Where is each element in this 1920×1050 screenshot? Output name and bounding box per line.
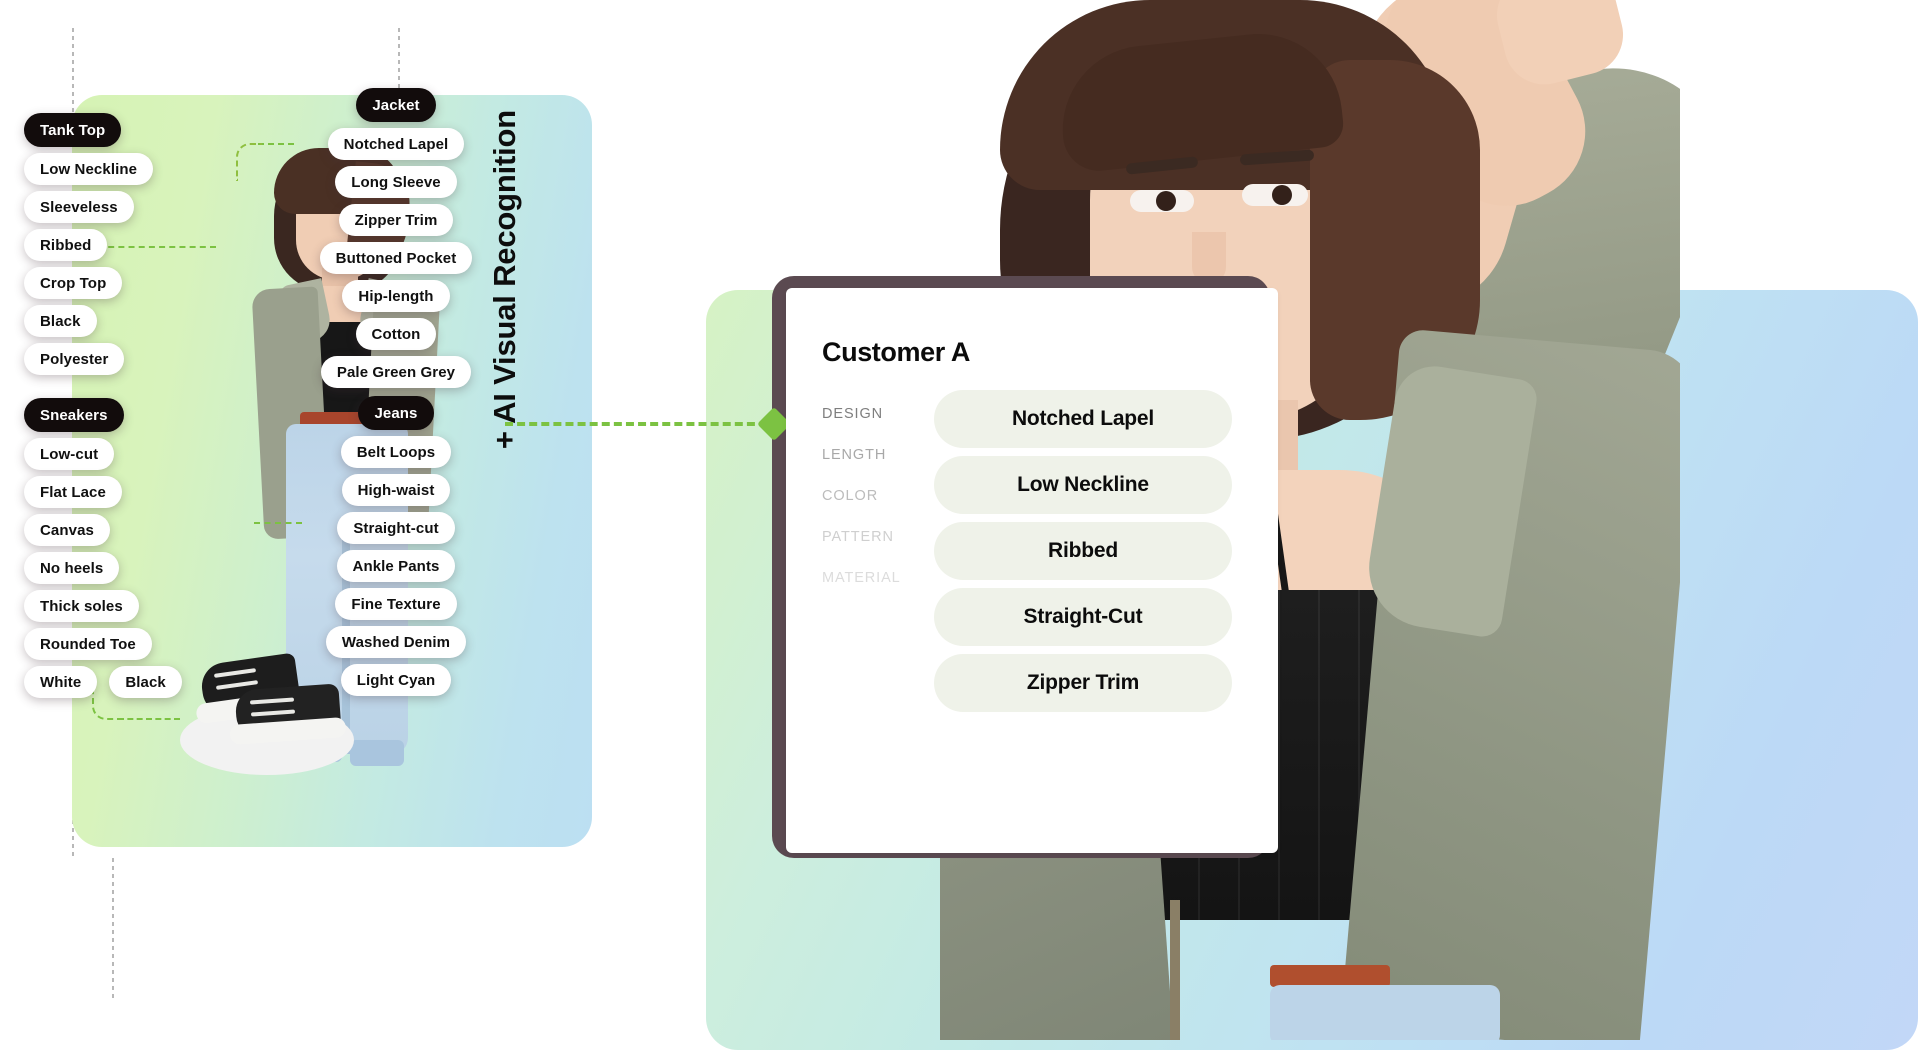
tag-polyester[interactable]: Polyester xyxy=(24,343,125,375)
jeans-column: Jeans Belt Loops High-waist Straight-cut… xyxy=(286,396,506,702)
tag-thick-soles[interactable]: Thick soles xyxy=(24,590,139,622)
connector-sneaker-h xyxy=(118,718,180,720)
tag-sleeveless[interactable]: Sleeveless xyxy=(24,191,134,223)
tag-ribbed[interactable]: Ribbed xyxy=(24,229,108,261)
tag-low-neckline[interactable]: Low Neckline xyxy=(24,153,154,185)
attribute-group-jeans: Jeans Belt Loops High-waist Straight-cut… xyxy=(286,396,506,702)
tag-low-cut[interactable]: Low-cut xyxy=(24,438,115,470)
connector-notched-lapel-elbow xyxy=(236,143,262,181)
tag-high-waist[interactable]: High-waist xyxy=(341,474,451,506)
tag-light-cyan[interactable]: Light Cyan xyxy=(340,664,452,696)
tag-straight-cut[interactable]: Straight-cut xyxy=(337,512,455,544)
tank-top-column: Tank Top Low Neckline Sleeveless Ribbed … xyxy=(22,113,202,381)
customer-card: Customer A DESIGN LENGTH COLOR PATTERN M… xyxy=(786,288,1278,853)
connector-ribbed xyxy=(98,246,216,248)
attr-label-material: MATERIAL xyxy=(822,570,901,586)
attribute-group-sneakers: Sneakers Low-cut Flat Lace Canvas No hee… xyxy=(22,398,202,704)
value-pill-material[interactable]: Zipper Trim xyxy=(934,654,1232,712)
tag-crop-top[interactable]: Crop Top xyxy=(24,267,123,299)
card-title: Customer A xyxy=(822,337,971,367)
attr-label-color: COLOR xyxy=(822,488,879,504)
tag-ankle-pants[interactable]: Ankle Pants xyxy=(336,550,456,582)
sneakers-color-row: White Black xyxy=(22,666,182,704)
attribute-label-list: DESIGN LENGTH COLOR PATTERN MATERIAL xyxy=(822,406,972,611)
group-header-jacket[interactable]: Jacket xyxy=(356,88,436,122)
value-pill-color[interactable]: Ribbed xyxy=(934,522,1232,580)
attr-label-pattern: PATTERN xyxy=(822,529,894,545)
tag-washed-denim[interactable]: Washed Denim xyxy=(325,626,467,658)
tag-canvas[interactable]: Canvas xyxy=(24,514,110,546)
tag-cotton[interactable]: Cotton xyxy=(355,318,437,350)
connector-sneaker-elbow xyxy=(92,684,120,720)
tag-belt-loops[interactable]: Belt Loops xyxy=(340,436,452,468)
sneakers-column: Sneakers Low-cut Flat Lace Canvas No hee… xyxy=(22,398,202,704)
value-pill-pattern[interactable]: Straight-Cut xyxy=(934,588,1232,646)
tag-notched-lapel[interactable]: Notched Lapel xyxy=(327,128,465,160)
connector-straight-cut xyxy=(254,522,302,524)
tag-long-sleeve[interactable]: Long Sleeve xyxy=(335,166,457,198)
page-title-ai-visual-recognition: + AI Visual Recognition xyxy=(487,110,522,450)
tag-black-top[interactable]: Black xyxy=(24,305,97,337)
guide-line-shoe xyxy=(112,858,114,998)
tag-hip-length[interactable]: Hip-length xyxy=(342,280,450,312)
attr-label-design: DESIGN xyxy=(822,406,883,422)
attribute-value-list: Notched Lapel Low Neckline Ribbed Straig… xyxy=(934,390,1232,720)
tag-pale-green-grey[interactable]: Pale Green Grey xyxy=(320,356,472,388)
tag-buttoned-pocket[interactable]: Buttoned Pocket xyxy=(319,242,473,274)
value-pill-design[interactable]: Notched Lapel xyxy=(934,390,1232,448)
jacket-column: Jacket Notched Lapel Long Sleeve Zipper … xyxy=(286,88,506,394)
tag-flat-lace[interactable]: Flat Lace xyxy=(24,476,122,508)
left-model-shoes xyxy=(150,45,420,835)
tag-black-shoe[interactable]: Black xyxy=(109,666,182,698)
group-header-jeans[interactable]: Jeans xyxy=(358,396,434,430)
tag-fine-texture[interactable]: Fine Texture xyxy=(335,588,457,620)
connector-card-dash xyxy=(505,422,767,426)
connector-notched-lapel-h xyxy=(258,143,294,145)
tag-no-heels[interactable]: No heels xyxy=(24,552,120,584)
attr-label-length: LENGTH xyxy=(822,447,887,463)
tag-rounded-toe[interactable]: Rounded Toe xyxy=(24,628,152,660)
attribute-group-jacket: Jacket Notched Lapel Long Sleeve Zipper … xyxy=(286,88,506,394)
attribute-group-tank-top: Tank Top Low Neckline Sleeveless Ribbed … xyxy=(22,113,202,381)
group-header-tank-top[interactable]: Tank Top xyxy=(24,113,122,147)
value-pill-length[interactable]: Low Neckline xyxy=(934,456,1232,514)
tag-white[interactable]: White xyxy=(24,666,98,698)
group-header-sneakers[interactable]: Sneakers xyxy=(24,398,124,432)
tag-zipper-trim[interactable]: Zipper Trim xyxy=(338,204,454,236)
